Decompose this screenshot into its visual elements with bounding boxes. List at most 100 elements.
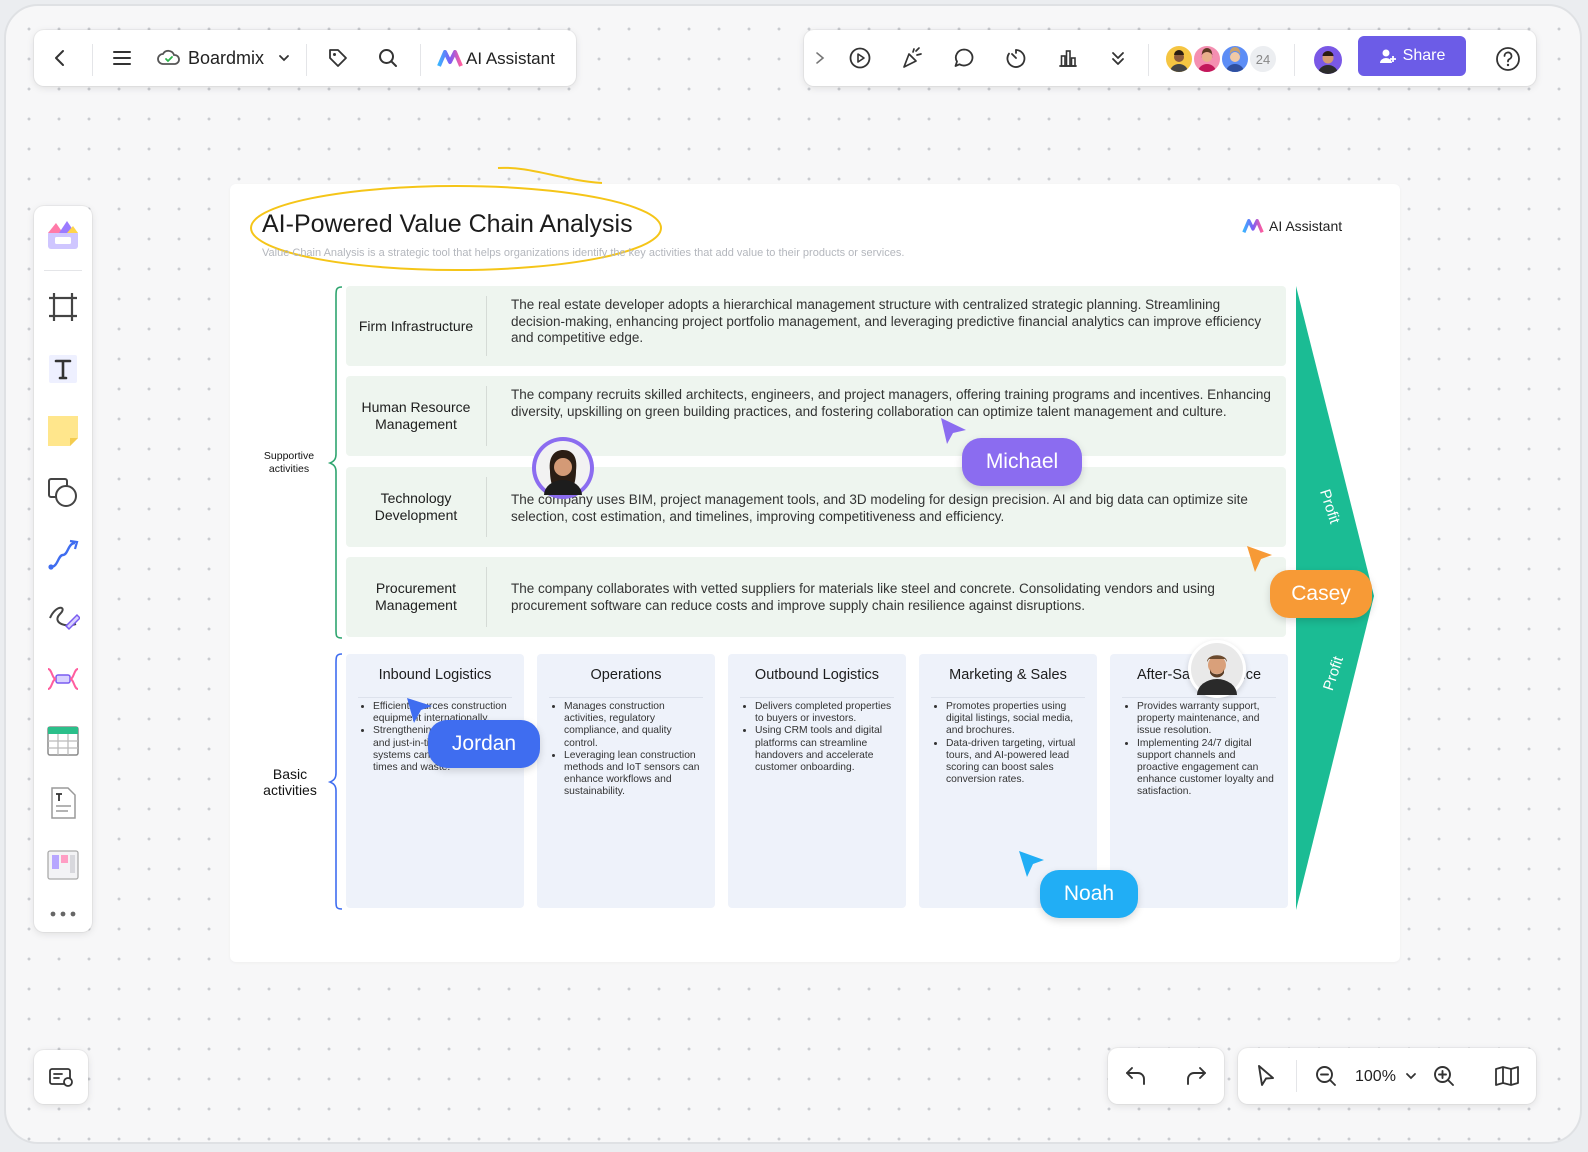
cursor-arrow-jordan: [407, 698, 432, 723]
row-text: The real estate developer adopts a hiera…: [511, 297, 1262, 345]
bottom-left-panel: [34, 1050, 88, 1104]
board-title: AI-Powered Value Chain Analysis: [262, 210, 633, 238]
collaborator-avatar-man[interactable]: [1188, 640, 1246, 698]
search-icon[interactable]: [374, 44, 402, 72]
shape-icon[interactable]: [44, 474, 82, 512]
board-name[interactable]: Boardmix: [188, 48, 265, 68]
collaborator-count-badge[interactable]: 24: [1248, 44, 1278, 74]
collaborator-avatar[interactable]: [1192, 44, 1222, 74]
bullet-item: Implementing 24/7 digital support channe…: [1137, 738, 1277, 799]
collaborator-avatar[interactable]: [1220, 44, 1250, 74]
column-title: Operations: [590, 667, 662, 683]
chevron-down-icon[interactable]: [1402, 1067, 1420, 1085]
column-title: Inbound Logistics: [378, 667, 492, 683]
support-row-technology-development[interactable]: Technology Development The company uses …: [346, 467, 1286, 547]
collaborator-avatar-woman[interactable]: [532, 437, 594, 499]
sticky-note-icon[interactable]: [44, 412, 82, 450]
cursor-arrow-noah: [1019, 851, 1044, 877]
zoom-level[interactable]: 100%: [1355, 1068, 1396, 1085]
ai-assistant-button[interactable]: AI Assistant: [466, 49, 555, 68]
templates-icon[interactable]: [44, 216, 82, 254]
board-subtitle: Value Chain Analysis is a strategic tool…: [262, 247, 905, 259]
present-icon[interactable]: [846, 44, 874, 72]
chevron-right-icon[interactable]: [810, 48, 830, 68]
cloud-icon: [156, 46, 182, 70]
bullet-item: Provides warranty support, property main…: [1137, 701, 1277, 738]
help-icon[interactable]: [1494, 45, 1522, 73]
zoom-panel: [1238, 1048, 1536, 1104]
double-chevron-down-icon[interactable]: [1104, 44, 1132, 72]
bullet-list: Provides warranty support, property main…: [1112, 701, 1277, 799]
vote-icon[interactable]: [1054, 44, 1082, 72]
bullet-item: Manages construction activities, regulat…: [564, 701, 704, 750]
ai-assistant-badge: AI Assistant: [1242, 218, 1342, 234]
cursor-label-noah: Noah: [1040, 870, 1138, 918]
zoom-out-icon[interactable]: [1312, 1062, 1340, 1090]
supportive-activities-label: Supportive activities: [263, 450, 315, 475]
bullet-list: Manages construction activities, regulat…: [539, 701, 704, 799]
basic-column-after-sales[interactable]: After-Sales Service Provides warranty su…: [1110, 654, 1288, 908]
bullet-item: Delivers completed properties to buyers …: [755, 701, 895, 725]
basic-column-inbound-logistics[interactable]: Inbound Logistics Efficient sources cons…: [346, 654, 524, 908]
support-row-procurement[interactable]: Procurement Management The company colla…: [346, 557, 1286, 637]
basic-bracket: [327, 653, 343, 910]
row-text: The company recruits skilled architects,…: [511, 387, 1271, 419]
title-highlight-ellipse: [250, 166, 662, 271]
basic-column-marketing-sales[interactable]: Marketing & Sales Promotes properties us…: [919, 654, 1097, 908]
collaborator-avatar[interactable]: [1164, 44, 1194, 74]
bullet-item: Promotes properties using digital listin…: [946, 701, 1086, 738]
bullet-list: Promotes properties using digital listin…: [921, 701, 1086, 786]
zoom-in-icon[interactable]: [1430, 1062, 1458, 1090]
history-panel: [1108, 1048, 1224, 1104]
map-icon[interactable]: [1492, 1062, 1522, 1090]
select-pointer-icon[interactable]: [1252, 1062, 1280, 1090]
row-text: The company collaborates with vetted sup…: [511, 581, 1215, 613]
top-left-toolbar: Boardmix AI Assistant: [34, 30, 576, 86]
cursor-label-jordan: Jordan: [428, 720, 540, 768]
bullet-item: Efficient sources construction equipment…: [373, 701, 513, 725]
redo-icon[interactable]: [1182, 1062, 1210, 1090]
tag-icon[interactable]: [324, 44, 352, 72]
menu-icon[interactable]: [108, 44, 136, 72]
chevron-down-icon[interactable]: [274, 48, 294, 68]
bullet-item: Data-driven targeting, virtual tours, an…: [946, 738, 1086, 787]
row-label: Firm Infrastructure: [358, 317, 474, 334]
bullet-item: Leveraging lean construction methods and…: [564, 750, 704, 799]
bullet-item: Using CRM tools and digital platforms ca…: [755, 725, 895, 774]
pen-icon[interactable]: [44, 598, 82, 636]
text-tool-icon[interactable]: [44, 350, 82, 388]
row-label: Procurement Management: [375, 580, 457, 613]
cursor-label-casey: Casey: [1270, 570, 1372, 618]
mindmap-icon[interactable]: [44, 660, 82, 698]
comment-icon[interactable]: [950, 44, 978, 72]
kanban-icon[interactable]: [44, 846, 82, 884]
bullet-list: Delivers completed properties to buyers …: [730, 701, 895, 774]
current-user-avatar[interactable]: [1312, 44, 1344, 76]
row-text: The company uses BIM, project management…: [511, 492, 1248, 524]
row-label: Human Resource Management: [361, 399, 471, 432]
minimap-icon[interactable]: [46, 1063, 76, 1091]
undo-icon[interactable]: [1122, 1062, 1150, 1090]
column-title: Outbound Logistics: [754, 667, 880, 683]
connector-icon[interactable]: [44, 536, 82, 574]
more-icon[interactable]: [44, 906, 82, 922]
support-row-human-resource[interactable]: Human Resource Management The company re…: [346, 376, 1286, 456]
timer-icon[interactable]: [1002, 44, 1030, 72]
cursor-arrow-casey: [1247, 546, 1272, 572]
support-row-firm-infrastructure[interactable]: Firm Infrastructure The real estate deve…: [346, 286, 1286, 366]
cursor-label-michael: Michael: [962, 438, 1082, 486]
row-label: Technology Development: [374, 490, 458, 523]
ai-logo-icon: [1242, 218, 1264, 233]
supportive-bracket: [327, 286, 343, 639]
basic-activities-label: Basic activities: [263, 766, 317, 798]
back-icon[interactable]: [46, 44, 74, 72]
left-toolbar: [34, 206, 92, 932]
basic-column-operations[interactable]: Operations Manages construction activiti…: [537, 654, 715, 908]
document-icon[interactable]: [44, 784, 82, 822]
basic-column-outbound-logistics[interactable]: Outbound Logistics Delivers completed pr…: [728, 654, 906, 908]
frame-icon[interactable]: [44, 288, 82, 326]
add-user-icon: [1379, 49, 1396, 63]
share-button[interactable]: Share: [1358, 36, 1466, 76]
celebrate-icon[interactable]: [898, 44, 926, 72]
table-icon[interactable]: [44, 722, 82, 760]
